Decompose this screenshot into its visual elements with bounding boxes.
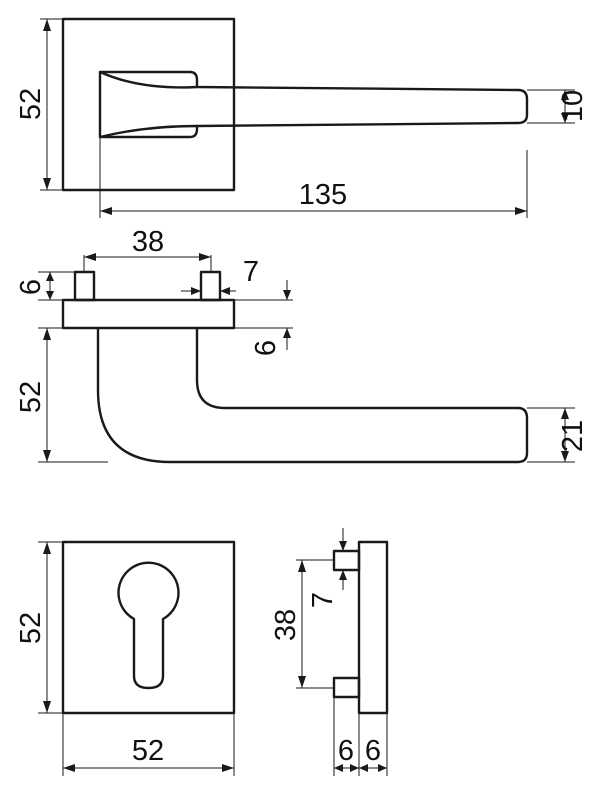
arrow-head	[43, 450, 51, 462]
arrow-head	[100, 207, 112, 215]
keyhole-cutout	[117, 561, 180, 690]
arrow-head	[43, 19, 51, 31]
label-lever-thickness: 10	[557, 90, 589, 122]
lever-side-profile	[96, 328, 529, 464]
arrow-head	[191, 287, 201, 295]
arrow-head	[359, 764, 368, 772]
escutcheon-pin-top	[332, 549, 361, 572]
arrow-head	[46, 272, 54, 281]
label-lever-length: 135	[299, 179, 347, 211]
arrow-head	[43, 542, 51, 554]
label-rose-thickness: 6	[250, 340, 282, 356]
arrow-head	[378, 764, 387, 772]
arrow-head	[339, 570, 347, 580]
top-view: 52 135 10	[15, 17, 589, 218]
label-escutcheon-height: 52	[15, 612, 47, 644]
label-escutcheon-width: 52	[132, 735, 164, 767]
arrow-head	[350, 764, 359, 772]
escutcheon-front-view: 52 52	[15, 540, 236, 776]
label-pin-width: 7	[243, 256, 259, 288]
rose-plate-side	[61, 298, 236, 330]
label-pin-spacing: 38	[132, 226, 164, 258]
arrow-head	[43, 178, 51, 190]
label-rose-size: 52	[15, 88, 47, 120]
arrow-head	[63, 764, 75, 772]
arrow-head	[339, 541, 347, 551]
arrow-head	[283, 290, 291, 300]
arrow-head	[222, 764, 234, 772]
lever-wedge-edge	[99, 70, 198, 89]
mounting-pin-right	[199, 270, 222, 302]
arrow-head	[283, 328, 291, 338]
square-rose-outline	[61, 17, 236, 192]
arrow-head	[220, 287, 230, 295]
lever-top-outline	[98, 70, 529, 139]
arrow-head	[561, 90, 569, 100]
label-escutcheon-pin-spacing: 38	[270, 609, 302, 641]
arrow-head	[43, 328, 51, 340]
label-lever-drop: 52	[15, 381, 47, 413]
arrow-head	[46, 291, 54, 300]
escutcheon-pin-bottom	[332, 676, 361, 699]
side-view: 38 6 7 6 52 21	[15, 226, 589, 464]
label-pin-height: 6	[15, 279, 47, 295]
arrow-head	[515, 207, 527, 215]
label-escutcheon-pin-width: 7	[307, 592, 339, 608]
mounting-pin-left	[73, 270, 96, 302]
escutcheon-plate-side	[357, 540, 389, 715]
arrow-head	[298, 676, 306, 688]
arrow-head	[43, 701, 51, 713]
arrow-head	[561, 408, 569, 419]
label-escutcheon-pin-depth: 6	[338, 735, 354, 767]
label-escutcheon-plate-depth: 6	[365, 735, 381, 767]
label-lever-height: 21	[557, 420, 589, 452]
arrow-head	[84, 253, 96, 261]
escutcheon-side-view: 38 7 6 6	[270, 528, 389, 776]
arrow-head	[561, 451, 569, 462]
arrow-head	[561, 113, 569, 123]
arrow-head	[334, 764, 343, 772]
arrow-head	[199, 253, 211, 261]
lever-wedge-edge-lower	[99, 124, 198, 139]
escutcheon-plate-outline	[61, 540, 236, 715]
arrow-head	[298, 560, 306, 572]
